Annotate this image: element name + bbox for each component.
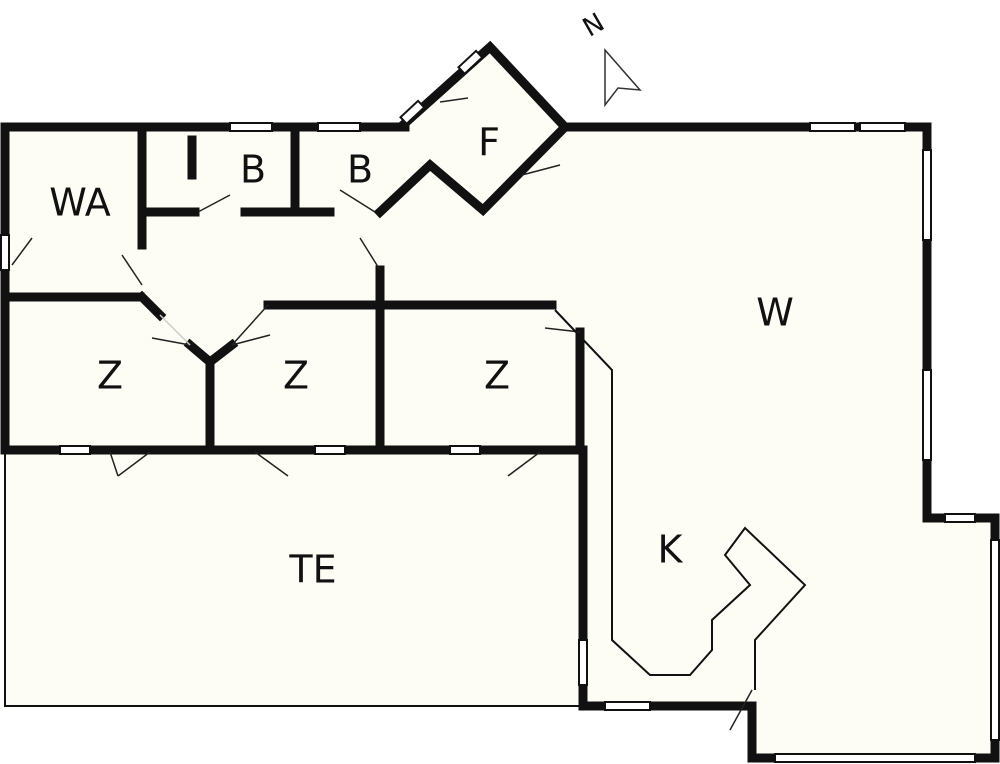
room-label-z3: Z	[484, 354, 510, 398]
floor-area	[5, 47, 995, 758]
room-label-f: F	[478, 121, 500, 165]
room-label-z2: Z	[283, 354, 309, 398]
room-label-b2: B	[347, 148, 373, 192]
room-label-z1: Z	[97, 354, 123, 398]
room-label-w: W	[756, 291, 794, 335]
room-label-te: TE	[288, 548, 336, 592]
room-label-b1: B	[240, 148, 266, 192]
room-label-wa: WA	[49, 181, 111, 225]
room-label-k: K	[658, 528, 684, 572]
windows	[0, 49, 1000, 763]
kitchen-counter	[554, 309, 807, 690]
interior-walls	[0, 128, 588, 455]
doors	[11, 97, 753, 731]
north-arrow-icon: N	[578, 8, 642, 108]
compass-label: N	[578, 8, 610, 44]
